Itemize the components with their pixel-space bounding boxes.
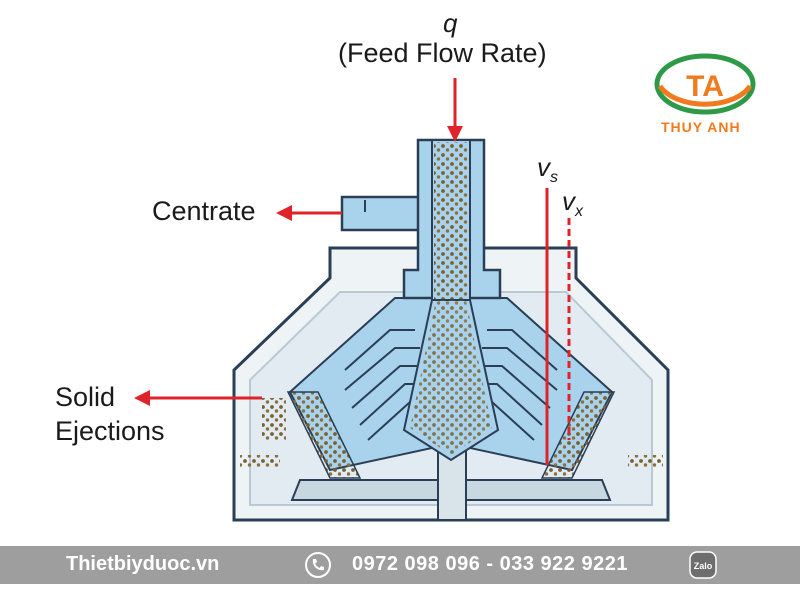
footer-bar: Thietbiyduoc.vn 0972 098 096 - 033 922 9… [0,546,800,584]
zalo-icon-label: Zalo [694,561,713,571]
central-cone-particles [410,300,492,455]
vs-main: v [537,152,550,182]
ejection-pile-right [628,455,663,467]
vx-main: v [562,186,575,216]
vx-sub: x [575,203,583,221]
centrate-arrow [276,205,342,221]
ejection-port-left [262,398,286,440]
solids-layer-right [540,391,616,479]
vx-label: vx [562,186,583,221]
vs-label: vs [537,152,558,187]
feed-flow-rate-label: (Feed Flow Rate) [338,38,547,68]
solid-ejections-label: Solid Ejections [55,380,165,448]
feed-flow-symbol: q [443,8,458,38]
vs-sub: s [550,169,558,187]
centrate-label: Centrate [152,196,256,226]
thuy-anh-logo: TA [654,53,756,115]
phone-numbers[interactable]: 0972 098 096 - 033 922 9221 [352,553,628,575]
solid-ejection-arrow [134,390,262,406]
website-link[interactable]: Thietbiyduoc.vn [66,553,220,575]
centrate-outlet [340,195,422,232]
logo-name: THUY ANH [661,119,741,135]
feed-arrow [447,78,463,142]
ejection-pile-left [240,455,280,467]
phone-icon [305,552,331,578]
solid-label-line2: Ejections [55,416,165,446]
zalo-icon[interactable]: Zalo [688,550,718,580]
solid-label-line1: Solid [55,382,116,412]
logo-initials: TA [686,70,724,103]
solids-layer-left [286,391,362,479]
centrifuge-diagram [134,78,670,522]
